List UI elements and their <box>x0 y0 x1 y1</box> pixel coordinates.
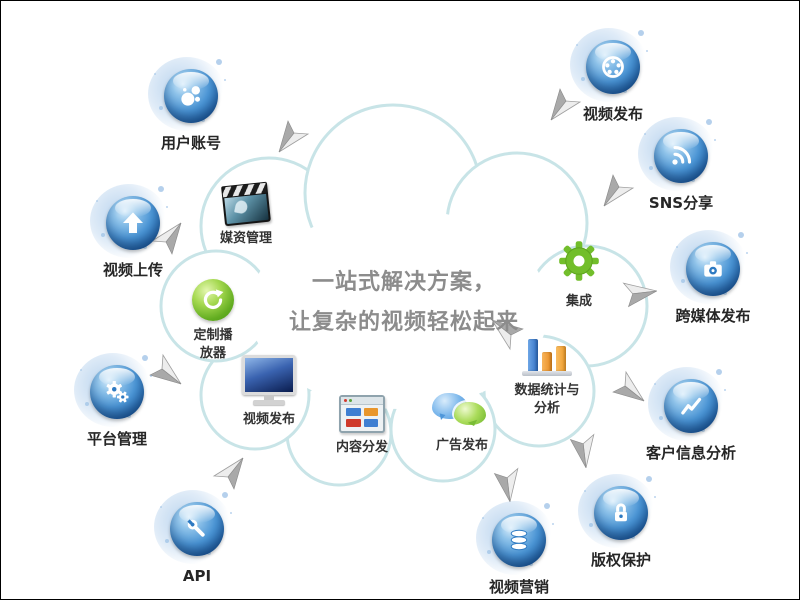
node-label: 视频发布 <box>242 412 295 427</box>
rss-icon <box>654 129 708 183</box>
trend-chart-icon <box>664 379 718 433</box>
refresh-arrow-icon <box>192 279 234 321</box>
chat-bubbles-icon <box>432 393 492 431</box>
node-label: 集成 <box>565 294 592 309</box>
node-sns-share: SNS分享 <box>626 117 736 213</box>
node-label: 广告发布 <box>435 438 488 453</box>
node-label: 数据统计与 分析 <box>514 382 579 418</box>
node-label: 平台管理 <box>86 430 147 448</box>
node-label: API <box>182 567 212 585</box>
camera-icon <box>686 242 740 296</box>
node-video-publish-outer: 视频发布 <box>558 28 668 124</box>
node-platform-management: 平台管理 <box>62 353 172 449</box>
gears-icon <box>90 365 144 419</box>
node-media-asset-management: 媒资管理 <box>191 181 301 248</box>
database-icon <box>492 513 546 567</box>
node-video-upload: 视频上传 <box>78 184 188 280</box>
gear-icon <box>557 239 601 287</box>
node-label: 媒资管理 <box>219 231 272 246</box>
window-blocks-icon <box>339 395 385 433</box>
node-label: 视频上传 <box>102 261 163 279</box>
node-label: SNS分享 <box>648 194 714 212</box>
node-ad-publish: 广告发布 <box>407 393 517 455</box>
monitor-icon <box>242 355 296 405</box>
node-custom-player: 定制播 放器 <box>158 279 268 363</box>
arrow-icon <box>278 120 309 153</box>
clapperboard-icon <box>221 181 271 227</box>
arrow-icon <box>213 457 244 490</box>
node-label: 视频营销 <box>488 578 549 596</box>
node-api: API <box>142 490 252 586</box>
node-label: 跨媒体发布 <box>675 307 751 325</box>
node-user-account: 用户账号 <box>136 57 246 153</box>
node-label: 用户账号 <box>160 134 221 152</box>
node-label: 定制播 放器 <box>193 327 232 363</box>
node-copyright-protection: 版权保护 <box>566 474 676 570</box>
node-label: 版权保护 <box>590 551 651 569</box>
headline: 一站式解决方案， 让复杂的视频轻松起来 <box>269 263 539 343</box>
node-video-publish-inner: 视频发布 <box>214 355 324 429</box>
node-customer-info-analysis: 客户信息分析 <box>636 367 746 463</box>
node-label-line1: 定制播 <box>193 328 233 343</box>
node-content-distribution: 内容分发 <box>307 395 417 457</box>
upload-arrow-icon <box>106 196 160 250</box>
node-label: 内容分发 <box>335 440 388 455</box>
node-data-statistics: 数据统计与 分析 <box>492 334 602 418</box>
node-label-line1: 数据统计与 <box>514 383 580 398</box>
bar-chart-icon <box>522 334 572 376</box>
node-label-line2: 分析 <box>533 401 560 416</box>
headline-line2: 让复杂的视频轻松起来 <box>288 310 519 335</box>
padlock-icon <box>594 486 648 540</box>
arrow-icon <box>487 458 531 503</box>
film-reel-icon <box>586 40 640 94</box>
node-label: 视频发布 <box>582 105 643 123</box>
wrench-icon <box>170 502 224 556</box>
headline-line1: 一站式解决方案， <box>311 270 496 295</box>
node-integration: 集成 <box>524 239 634 311</box>
node-label: 客户信息分析 <box>645 444 736 462</box>
node-video-marketing: 视频营销 <box>464 501 574 597</box>
node-cross-media-publish: 跨媒体发布 <box>658 230 768 326</box>
bubbles-icon <box>164 69 218 123</box>
node-label-line2: 放器 <box>199 346 226 361</box>
